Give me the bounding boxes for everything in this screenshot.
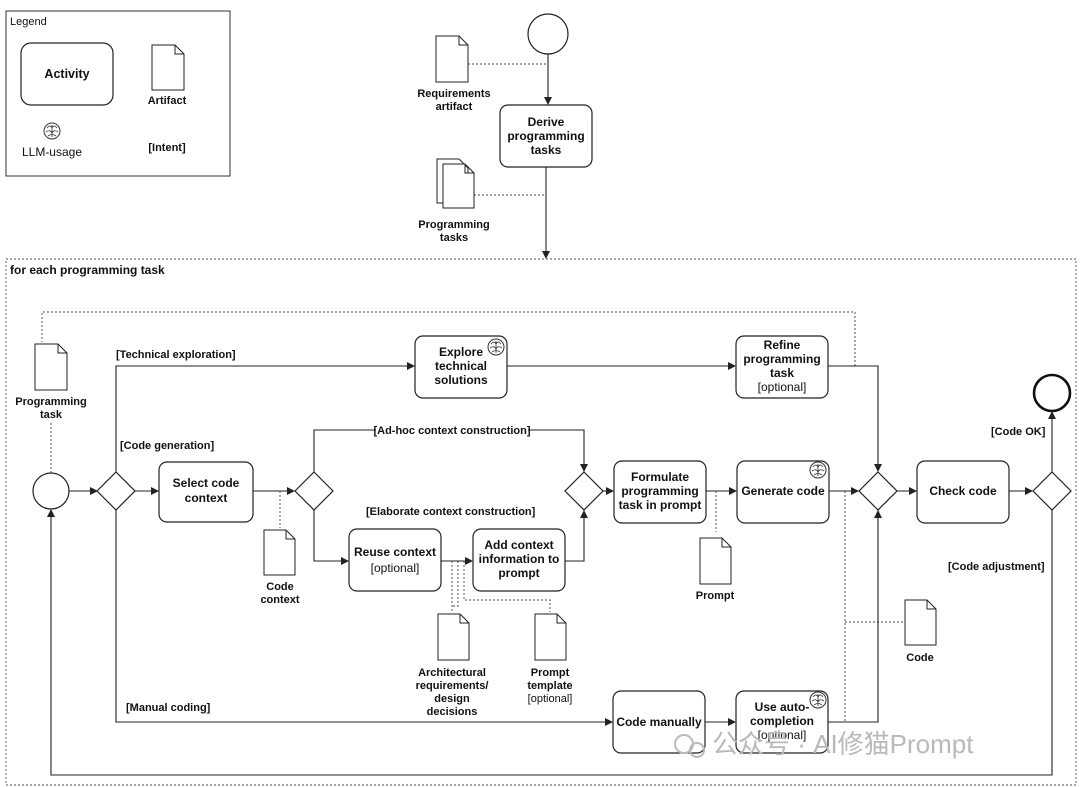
brain-icon [809, 461, 827, 479]
derive-label-2: programming [507, 129, 584, 143]
formulate-label-2: programming [621, 484, 698, 498]
auto-label-3: [optional] [758, 728, 807, 742]
legend-llm-label: LLM-usage [22, 145, 82, 159]
merge-context [564, 471, 604, 511]
derive-label-1: Derive [528, 115, 565, 129]
check-label: Check code [929, 484, 997, 498]
guard-code-generation: [Code generation] [120, 440, 214, 452]
decision-code-ok [1032, 471, 1072, 511]
prompt-label: Prompt [696, 590, 735, 602]
addctx-label-2: information to [479, 552, 560, 566]
explore-label-3: solutions [434, 373, 488, 387]
generate-label: Generate code [741, 484, 825, 498]
refine-label-1: Refine [764, 338, 801, 352]
formulate-label-3: task in prompt [619, 498, 702, 512]
code-label: Code [906, 652, 934, 664]
check-code-activity [916, 460, 1010, 524]
brain-icon [809, 691, 827, 709]
merge-code [858, 471, 898, 511]
manual-label: Code manually [616, 715, 702, 729]
decision-intent [96, 471, 136, 511]
prompt-artifact-icon [699, 537, 732, 585]
formulate-label-1: Formulate [631, 470, 689, 484]
template-label-2: template [527, 680, 572, 692]
final-node [1032, 373, 1072, 413]
legend-intent-label: [Intent] [148, 142, 186, 154]
watermark-text: 公众号 · AI修猫Prompt [712, 729, 974, 759]
refine-label-4: [optional] [758, 380, 807, 394]
initial-node-top [527, 13, 569, 55]
code-context-artifact-icon [263, 529, 296, 576]
programming-task-artifact-icon [34, 343, 68, 391]
guard-code-adjustment: [Code adjustment] [948, 561, 1045, 573]
loop-label: for each programming task [10, 263, 165, 277]
code-artifact-icon [904, 599, 937, 646]
template-label-3: [optional] [528, 693, 573, 705]
legend-title: Legend [10, 16, 47, 28]
legend-artifact-label: Artifact [148, 95, 187, 107]
prompt-template-artifact-icon [534, 613, 567, 661]
addctx-label-1: Add context [484, 538, 553, 552]
brain-icon [487, 338, 505, 356]
arch-label-2: requirements/ [416, 680, 489, 692]
programming-task-label-1: Programming [15, 396, 87, 408]
legend-artifact-icon [151, 44, 185, 91]
formulate-prompt-activity [613, 460, 707, 524]
architectural-artifact-icon [437, 613, 470, 661]
legend-activity-label: Activity [44, 67, 89, 81]
auto-label-1: Use auto- [755, 700, 810, 714]
programming-tasks-artifact-icon [436, 158, 475, 209]
arch-label-4: decisions [427, 706, 478, 718]
prog-tasks-label-1: Programming [418, 219, 490, 231]
refine-label-3: task [770, 366, 794, 380]
refine-task-activity [735, 335, 829, 399]
requirements-label-1: Requirements [417, 88, 490, 100]
template-label-1: Prompt [531, 667, 570, 679]
brain-icon [43, 122, 61, 140]
auto-label-2: completion [750, 714, 814, 728]
loop-region [5, 258, 1077, 786]
generate-code-activity [736, 460, 830, 524]
decision-context [294, 471, 334, 511]
select-label-2: context [185, 491, 228, 505]
requirements-label-2: artifact [436, 101, 473, 113]
reuse-label-2: [optional] [371, 561, 420, 575]
explore-label-1: Explore [439, 345, 483, 359]
legend-activity-shape [20, 42, 114, 106]
guard-elaborate-context: [Elaborate context construction] [366, 506, 536, 518]
prog-tasks-label-2: tasks [440, 232, 468, 244]
select-label-1: Select code [173, 476, 240, 490]
arch-label-1: Architectural [418, 667, 486, 679]
guard-code-ok: [Code OK] [991, 426, 1046, 438]
add-context-activity [472, 528, 566, 592]
guard-adhoc-context: [Ad-hoc context construction] [373, 425, 530, 437]
requirements-artifact-icon [435, 35, 469, 83]
reuse-context-activity [348, 528, 442, 592]
refine-label-2: programming [743, 352, 820, 366]
explore-solutions-activity [414, 335, 508, 399]
derive-label-3: tasks [531, 143, 562, 157]
addctx-label-3: prompt [498, 566, 539, 580]
guard-manual-coding: [Manual coding] [126, 702, 211, 714]
code-context-label-2: context [260, 594, 299, 606]
code-context-label-1: Code [266, 581, 294, 593]
select-code-context-activity [158, 461, 254, 523]
loop-merge-node [32, 472, 70, 510]
arch-label-3: design [434, 693, 470, 705]
explore-label-2: technical [435, 359, 487, 373]
reuse-label-1: Reuse context [354, 545, 436, 559]
watermark: 公众号 · AI修猫Prompt [674, 729, 974, 759]
programming-task-label-2: task [40, 409, 63, 421]
guard-technical-exploration: [Technical exploration] [116, 349, 236, 361]
legend: Legend Activity Artifact LLM-usage [Inte… [5, 10, 231, 177]
